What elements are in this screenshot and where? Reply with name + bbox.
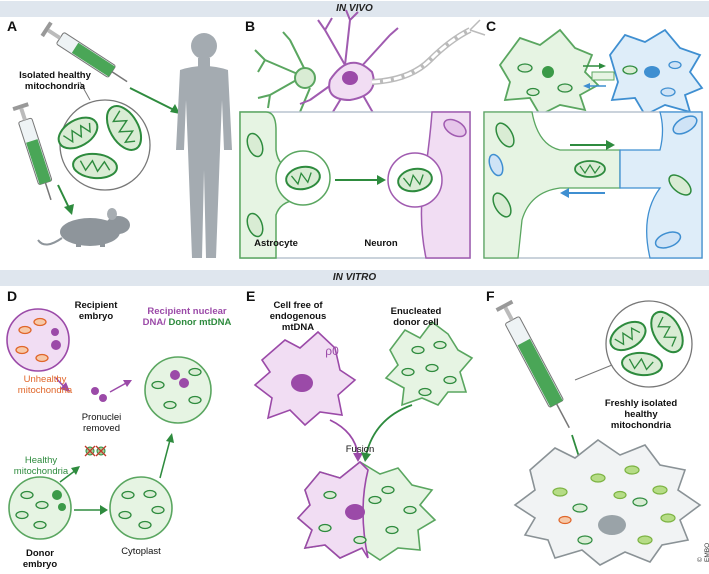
- pronuclei-label: Pronuclei removed: [81, 412, 122, 434]
- donor-mtdna-text: Donor mtDNA: [168, 317, 232, 328]
- unhealthy-mito-label: Unhealthy mitochondria: [17, 374, 73, 396]
- fusion-label: Fusion: [345, 444, 375, 455]
- recipient-embryo-label: Recipient embryo: [74, 300, 118, 322]
- panel-f-letter: F: [486, 288, 495, 304]
- panel-b-letter: B: [245, 18, 256, 34]
- enucleated-label: Enucleated donor cell: [390, 306, 442, 328]
- in-vitro-header: IN VITRO: [0, 270, 709, 286]
- mitochondrion-icon: [57, 116, 99, 150]
- panel-c-art: [483, 28, 704, 259]
- in-vivo-header: IN VIVO: [0, 1, 709, 17]
- astrocyte-icon: [254, 31, 311, 113]
- mouse-icon: [37, 208, 130, 247]
- rho0-label: ρ0: [325, 344, 339, 358]
- cell-free-label: Cell free of endogenous mtDNA: [269, 300, 327, 333]
- panel-c-letter: C: [486, 18, 497, 34]
- panel-b-art: [239, 9, 486, 259]
- human-icon: [176, 33, 232, 258]
- copyright-text: © EMBO: [697, 542, 709, 562]
- recipient-donor-label: Recipient nuclear DNA/ Donor mtDNA: [140, 306, 234, 328]
- panel-a-label: Isolated healthy mitochondria: [19, 70, 91, 92]
- freshly-isolated-label: Freshly isolated healthy mitochondria: [604, 398, 678, 431]
- astrocyte-label: Astrocyte: [254, 238, 298, 249]
- donor-embryo-label: Donor embryo: [22, 548, 58, 570]
- cytoplast-label: Cytoplast: [121, 546, 161, 557]
- panel-a-art: [12, 21, 232, 258]
- panel-e-letter: E: [246, 288, 256, 304]
- recipient-nuclear-dna-text: Recipient nuclear DNA/: [142, 306, 227, 328]
- healthy-mito-label: Healthy mitochondria: [13, 455, 69, 477]
- panel-d-letter: D: [7, 288, 18, 304]
- syringe-icon: [40, 21, 128, 83]
- neuron-label: Neuron: [364, 238, 398, 249]
- panel-a-letter: A: [7, 18, 18, 34]
